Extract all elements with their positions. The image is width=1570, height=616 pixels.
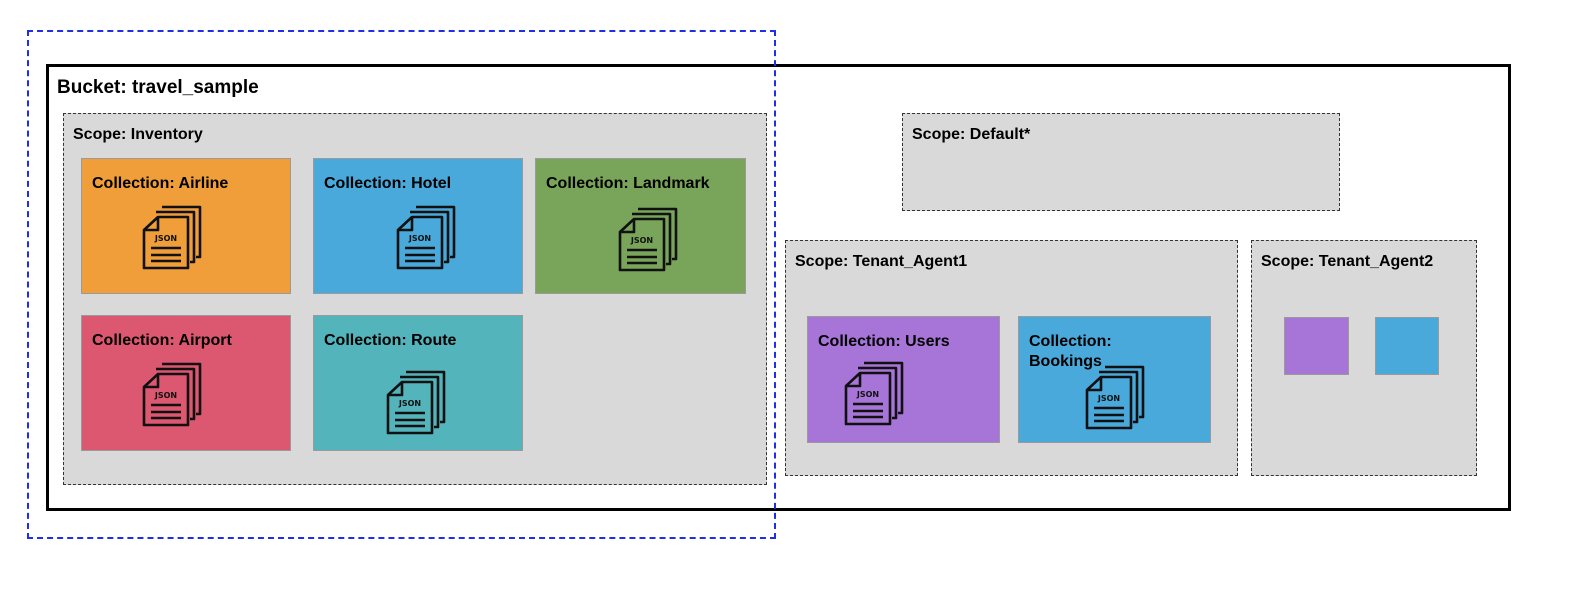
collection-airline: Collection: Airline JSON — [81, 158, 291, 294]
svg-text:JSON: JSON — [1097, 394, 1120, 403]
collection-airport: Collection: Airport JSON — [81, 315, 291, 451]
scope-default: Scope: Default* — [902, 113, 1340, 211]
scope-title: Scope: Default* — [912, 126, 1031, 143]
svg-text:JSON: JSON — [398, 399, 421, 408]
scope-title: Scope: Tenant_Agent1 — [795, 253, 968, 270]
json-documents-icon: JSON — [844, 361, 908, 427]
svg-text:JSON: JSON — [856, 390, 879, 399]
svg-text:JSON: JSON — [154, 234, 177, 243]
svg-text:JSON: JSON — [408, 234, 431, 243]
collection-title: Collection: Route — [324, 332, 457, 349]
json-documents-icon: JSON — [1085, 365, 1149, 431]
json-documents-icon: JSON — [142, 205, 206, 271]
collection-placeholder-purple — [1284, 317, 1349, 375]
collection-placeholder-blue — [1375, 317, 1439, 375]
svg-text:JSON: JSON — [630, 236, 653, 245]
scope-title: Scope: Tenant_Agent2 — [1261, 253, 1434, 270]
json-documents-icon: JSON — [618, 207, 682, 273]
collection-title: Collection: Airline — [92, 175, 229, 192]
collection-title: Collection: Users — [818, 333, 950, 350]
collection-landmark: Collection: Landmark JSON — [535, 158, 746, 294]
collection-bookings: Collection: Bookings JSON — [1018, 316, 1211, 443]
svg-text:JSON: JSON — [154, 391, 177, 400]
json-documents-icon: JSON — [142, 362, 206, 428]
collection-title: Collection: Bookings — [1029, 333, 1112, 370]
collection-route: Collection: Route JSON — [313, 315, 523, 451]
collection-title: Collection: Landmark — [546, 175, 710, 192]
bucket-title: Bucket: travel_sample — [57, 77, 259, 98]
json-documents-icon: JSON — [396, 205, 460, 271]
bucket-travel-sample: Bucket: travel_sample — [46, 64, 1511, 511]
collection-title: Collection: Airport — [92, 332, 232, 349]
collection-title: Collection: Hotel — [324, 175, 452, 192]
collection-users: Collection: Users JSON — [807, 316, 1000, 443]
json-documents-icon: JSON — [386, 370, 450, 436]
scope-title: Scope: Inventory — [73, 126, 203, 143]
collection-hotel: Collection: Hotel JSON — [313, 158, 523, 294]
selection-highlight — [27, 30, 776, 539]
